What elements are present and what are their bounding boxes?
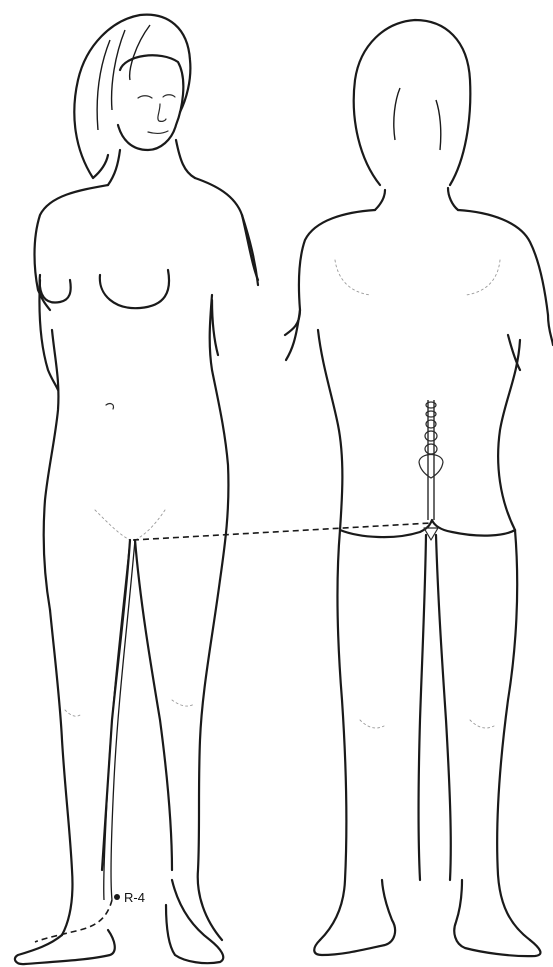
back-left-foot xyxy=(314,880,395,955)
front-navel xyxy=(106,404,113,409)
front-view-figure: R-4 xyxy=(15,15,258,964)
front-right-arm xyxy=(212,215,258,355)
back-right-arm xyxy=(508,315,553,370)
front-meridian-channel xyxy=(104,540,135,900)
back-spinal-points xyxy=(419,402,443,540)
front-eyes xyxy=(138,95,175,98)
front-legs xyxy=(50,540,222,940)
back-torso xyxy=(285,210,548,530)
front-ankle-meridian xyxy=(35,900,112,942)
front-left-foot xyxy=(15,930,115,964)
front-hair-strands xyxy=(97,25,150,130)
front-hair xyxy=(74,15,190,178)
front-right-foot xyxy=(166,880,223,963)
front-mouth xyxy=(148,131,168,133)
front-knee-marks xyxy=(65,700,194,716)
back-left-arm xyxy=(286,310,300,360)
spinal-point xyxy=(425,431,437,441)
sacrum-point xyxy=(419,455,443,479)
back-knee-marks xyxy=(360,720,494,728)
point-r4-label: R-4 xyxy=(124,890,145,905)
point-r4-marker xyxy=(114,894,120,900)
back-view-figure xyxy=(285,20,553,956)
back-hair-strands xyxy=(394,88,441,150)
back-neck xyxy=(375,188,458,210)
front-nose xyxy=(158,104,166,121)
back-shoulder-blades xyxy=(335,260,500,295)
front-face xyxy=(118,55,183,150)
spinal-point xyxy=(425,444,437,454)
front-breasts xyxy=(40,270,169,308)
front-torso xyxy=(35,178,259,610)
front-neck xyxy=(108,140,195,185)
back-spine-channel xyxy=(428,400,434,520)
front-pelvis-line xyxy=(95,510,165,540)
back-legs xyxy=(320,530,530,940)
back-head xyxy=(354,20,471,185)
back-right-foot xyxy=(454,880,540,956)
